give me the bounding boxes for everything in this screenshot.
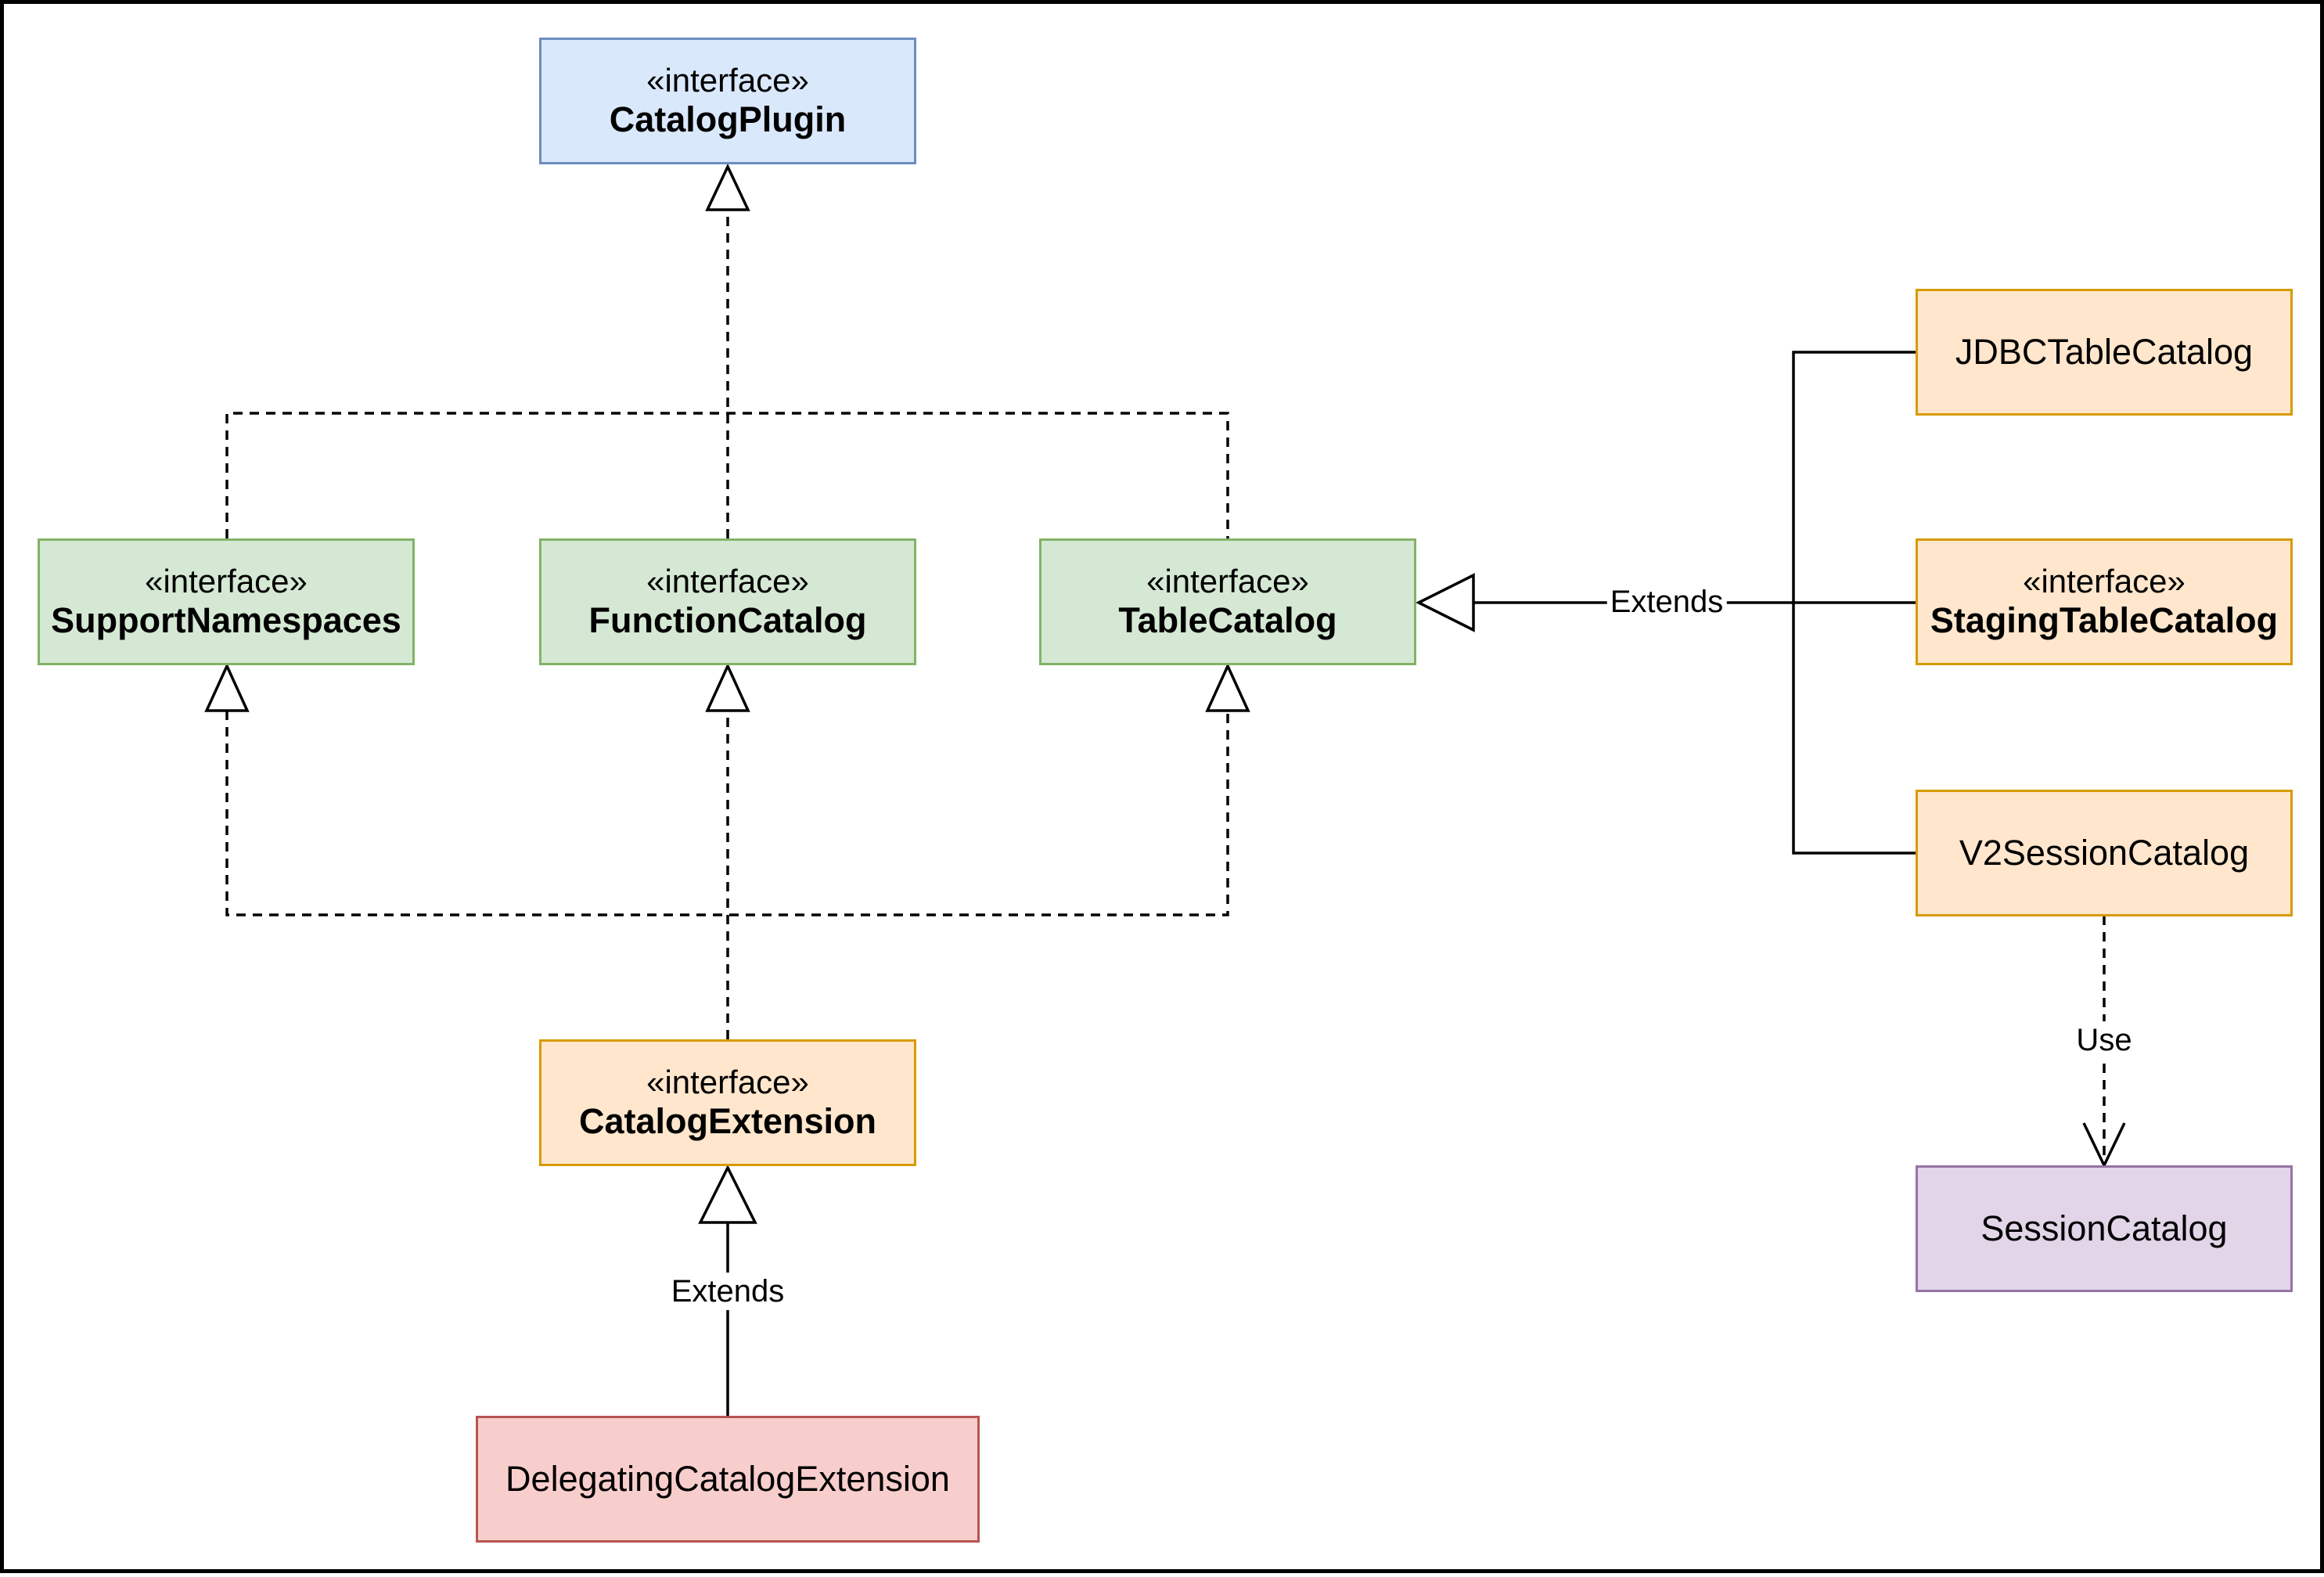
extends-catalog-extension-edge [698,1165,757,1417]
support-namespaces-node[interactable]: «interface» SupportNamespaces [38,538,415,665]
stereotype-label: «interface» [1146,562,1309,599]
staging-table-catalog-node[interactable]: «interface» StagingTableCatalog [1916,538,2293,665]
extends-catalog-extension-label: Extends [667,1273,788,1310]
class-name: V2SessionCatalog [1959,833,2250,873]
class-name: DelegatingCatalogExtension [505,1459,950,1500]
hollow-triangle-arrowhead [1416,573,1475,632]
stereotype-label: «interface» [646,1063,809,1100]
class-name: SupportNamespaces [51,600,401,641]
stereotype-label: «interface» [646,562,809,599]
hollow-triangle-arrowhead [698,1165,757,1224]
catalog-plugin-node[interactable]: «interface» CatalogPlugin [539,38,916,164]
class-name: TableCatalog [1118,600,1337,641]
stereotype-label: «interface» [646,61,809,99]
hollow-triangle-arrowhead [204,662,250,712]
session-catalog-node[interactable]: SessionCatalog [1916,1165,2293,1292]
stereotype-label: «interface» [145,562,308,599]
delegating-catalog-extension-node[interactable]: DelegatingCatalogExtension [476,1416,980,1543]
stereotype-label: «interface» [2023,562,2185,599]
class-name: FunctionCatalog [588,600,867,641]
class-name: CatalogExtension [578,1101,877,1142]
class-name: JDBCTableCatalog [1955,332,2254,373]
class-name: SessionCatalog [1980,1208,2228,1249]
use-session-catalog-label: Use [2073,1021,2135,1059]
table-catalog-node[interactable]: «interface» TableCatalog [1039,538,1416,665]
hollow-triangle-arrowhead [705,662,750,712]
function-catalog-node[interactable]: «interface» FunctionCatalog [539,538,916,665]
catalog-extension-node[interactable]: «interface» CatalogExtension [539,1039,916,1166]
implements-catalog-plugin-edge [225,163,1229,538]
class-name: CatalogPlugin [609,99,847,140]
hollow-triangle-arrowhead [1205,662,1250,712]
class-name: StagingTableCatalog [1930,600,2279,641]
v2-session-catalog-node[interactable]: V2SessionCatalog [1916,790,2293,916]
implements-mixins-edge [204,662,1250,1039]
extends-table-catalog-label: Extends [1606,583,1727,621]
jdbc-table-catalog-node[interactable]: JDBCTableCatalog [1916,289,2293,416]
hollow-triangle-arrowhead [705,163,750,211]
diagram-connectors [204,163,2126,1417]
